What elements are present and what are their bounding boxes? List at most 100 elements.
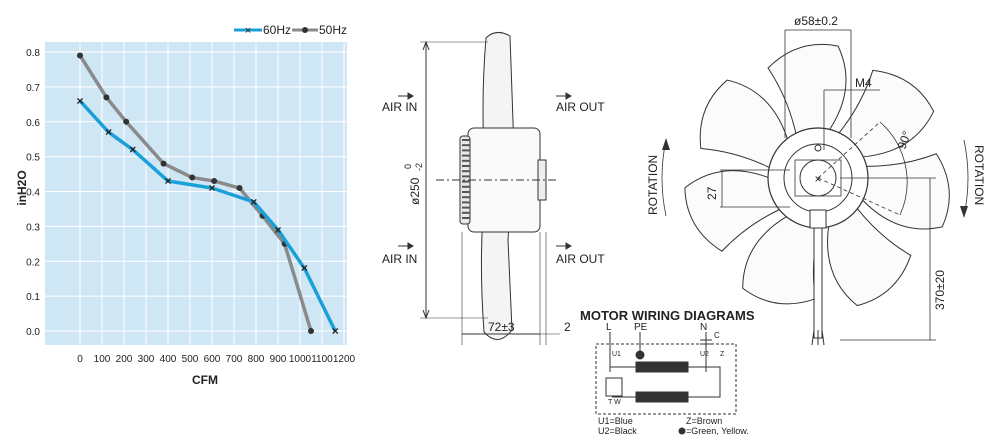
front-screw-hole xyxy=(814,144,822,152)
front-cable-end xyxy=(811,329,825,346)
y-tick-label: 0.5 xyxy=(26,153,40,164)
rotation-right-label: ROTATION xyxy=(972,145,986,205)
side-dim-arrow-bottom xyxy=(422,309,430,320)
front-cable-gland xyxy=(809,209,827,229)
series-point-50hz xyxy=(160,160,167,167)
dim-90-ray-2 xyxy=(817,177,901,216)
wiring-c-label: C xyxy=(714,331,720,340)
wiring-l-label: L xyxy=(606,322,612,333)
x-tick-label: 200 xyxy=(116,354,133,365)
wiring-u2-label: U2 xyxy=(700,351,709,358)
wiring-pe-label: PE xyxy=(634,322,648,333)
wiring-connections xyxy=(610,366,721,398)
y-tick-label: 0.7 xyxy=(26,83,40,94)
wiring-z-label: Z xyxy=(720,351,725,358)
y-tick-label: 0.8 xyxy=(26,48,40,59)
wiring-title: MOTOR WIRING DIAGRAMS xyxy=(580,308,755,323)
legend-u2: U2=Black xyxy=(598,426,637,436)
legend-pe-icon xyxy=(678,427,686,435)
dim-90-arc xyxy=(879,121,908,216)
pe-symbol xyxy=(635,350,645,360)
fan-side-view xyxy=(420,32,560,345)
air-out-top-label: AIR OUT xyxy=(556,100,605,114)
rotation-left-arc xyxy=(661,139,667,217)
air-in-top-label: AIR IN xyxy=(382,100,417,114)
legend-z: Z=Brown xyxy=(686,416,722,426)
coil-top xyxy=(635,361,689,373)
y-tick-label: 0.1 xyxy=(26,292,40,303)
series-point-60hz: × xyxy=(76,94,83,108)
chart-series: ××××××××× xyxy=(76,52,339,338)
diameter-label: ø250 xyxy=(408,177,422,205)
series-point-50hz xyxy=(77,52,83,59)
y-tick-label: 0.2 xyxy=(26,257,40,268)
x-tick-label: 900 xyxy=(270,354,287,365)
air-out-bottom-label: AIR OUT xyxy=(556,252,605,266)
blade xyxy=(699,79,789,169)
legend-pe: =Green, Yellow. xyxy=(686,426,749,436)
series-point-50hz xyxy=(123,118,130,125)
y-tick-labels: 0.00.10.20.30.40.50.60.70.8 xyxy=(26,48,40,338)
rotation-left-arrow xyxy=(662,138,670,150)
hub-diameter-label: ø58±0.2 xyxy=(794,14,838,28)
legend-50hz-label: 50Hz xyxy=(319,23,347,37)
side-dim-arrow-top xyxy=(422,40,430,51)
blade-outline xyxy=(684,170,781,252)
x-tick-label: 1200 xyxy=(333,354,356,365)
series-point-60hz: × xyxy=(129,143,136,157)
gap-label: 2 xyxy=(564,320,571,334)
x-tick-label: 800 xyxy=(248,354,265,365)
wiring-u1-label: U1 xyxy=(612,351,621,358)
series-point-60hz: × xyxy=(250,195,257,209)
diameter-dimension-text: ø250 0 -2 xyxy=(403,163,424,205)
rotation-right-arc xyxy=(963,139,969,217)
depth-label: 72±3 xyxy=(488,320,515,334)
air-in-top-arrowhead xyxy=(407,92,414,100)
screw-label: M4 xyxy=(855,76,872,90)
x-tick-label: 1000 xyxy=(289,354,312,365)
thermal-protector xyxy=(605,377,623,397)
front-hub-cross: × xyxy=(814,172,821,186)
legend-50hz-marker xyxy=(302,27,308,33)
offset-label: 27 xyxy=(705,186,719,200)
y-tick-label: 0.4 xyxy=(26,188,40,199)
series-point-60hz: × xyxy=(105,125,112,139)
blade xyxy=(684,170,781,252)
air-out-bottom-arrowhead xyxy=(565,242,572,250)
x-tick-label: 500 xyxy=(182,354,199,365)
x-tick-label: 600 xyxy=(204,354,221,365)
series-line-60hz xyxy=(78,99,337,332)
y-axis-label: inH2O xyxy=(15,170,29,205)
blade-outline xyxy=(699,79,789,169)
coil-bottom xyxy=(635,391,689,403)
diameter-tol-upper: 0 xyxy=(403,164,413,169)
series-point-60hz: × xyxy=(274,223,281,237)
rotation-left-label: ROTATION xyxy=(646,155,660,215)
series-point-50hz xyxy=(236,185,243,192)
air-in-bottom-label: AIR IN xyxy=(382,252,417,266)
chart-legend: × 60Hz 50Hz xyxy=(234,23,347,37)
series-point-60hz: × xyxy=(164,174,171,188)
blade-outline xyxy=(860,153,950,230)
legend-60hz-label: 60Hz xyxy=(263,23,291,37)
x-tick-label: 300 xyxy=(138,354,155,365)
series-point-50hz xyxy=(189,174,196,181)
series-line-50hz xyxy=(78,54,313,332)
diameter-tol-lower: -2 xyxy=(414,163,424,171)
series-point-60hz: × xyxy=(208,181,215,195)
legend-60hz-marker: × xyxy=(245,25,251,37)
series-point-50hz xyxy=(211,178,218,185)
air-out-top-arrowhead xyxy=(565,92,572,100)
wiring-frame xyxy=(595,343,737,415)
wiring-n-label: N xyxy=(700,322,707,333)
blade xyxy=(860,153,950,230)
y-tick-label: 0.6 xyxy=(26,118,40,129)
x-tick-label: 100 xyxy=(94,354,111,365)
fan-front-view: × xyxy=(661,29,969,346)
series-point-50hz xyxy=(103,94,110,101)
series-point-50hz xyxy=(308,328,314,334)
x-tick-label: 1100 xyxy=(311,354,333,365)
blade-outline xyxy=(838,69,935,158)
